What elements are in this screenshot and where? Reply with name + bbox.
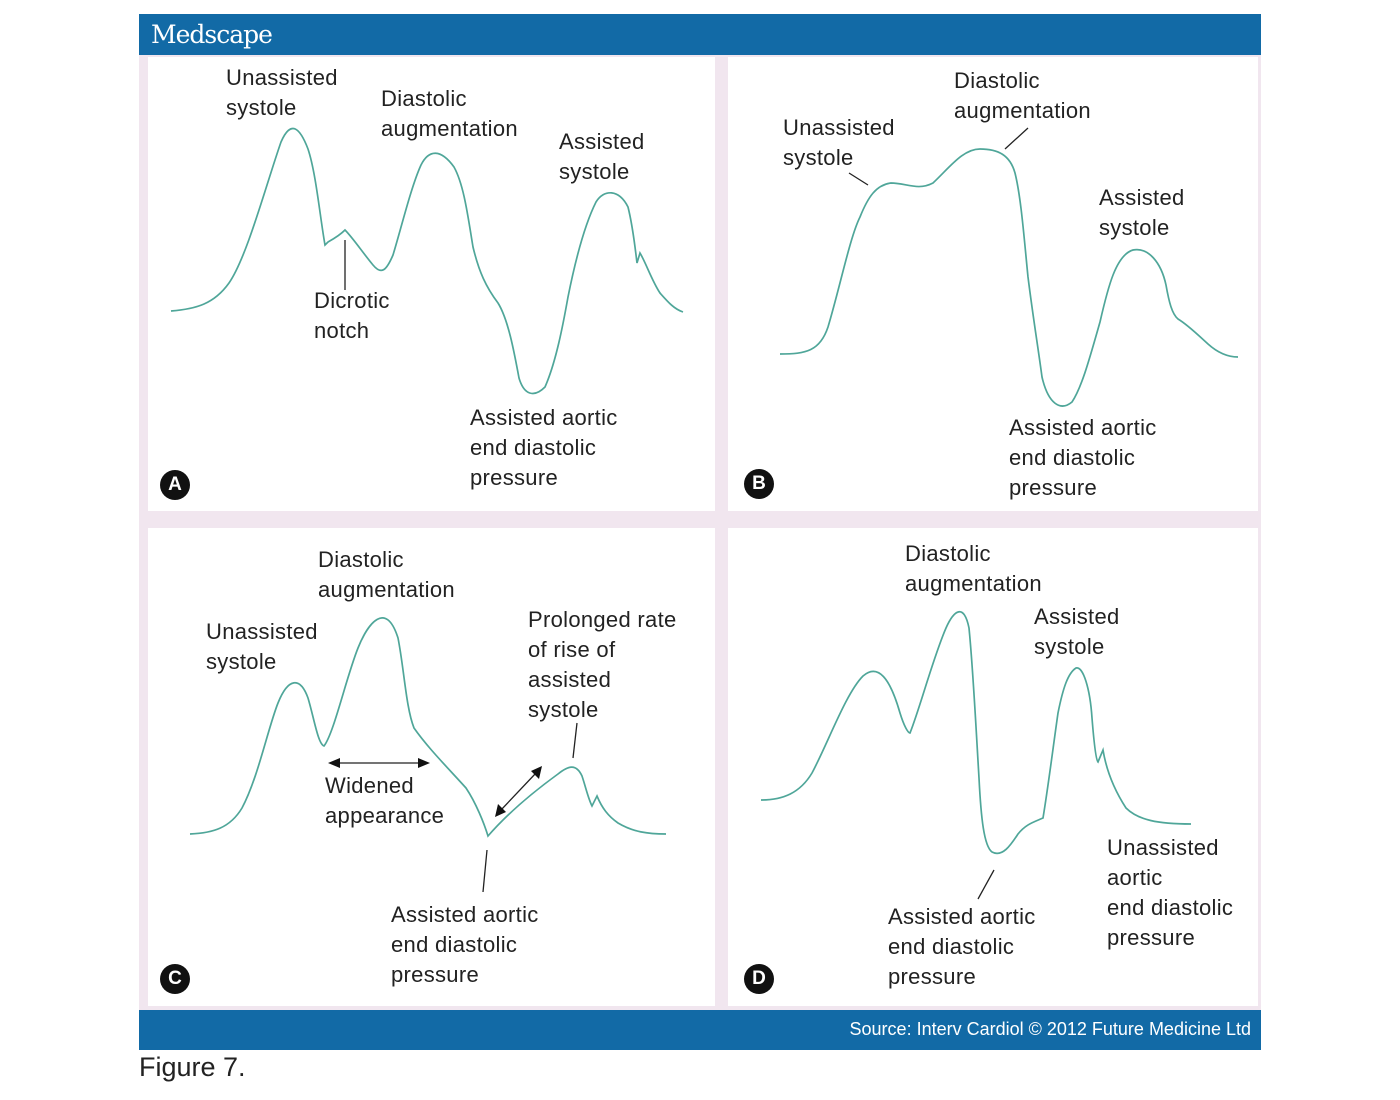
- panel-c-prolonged-leader: [572, 722, 578, 759]
- panel-d: Diastolic augmentation Assisted systole …: [728, 528, 1258, 1006]
- panel-b-badge: B: [744, 469, 774, 499]
- panel-b-diagram: [779, 127, 1239, 407]
- waveform-d: [760, 611, 1192, 855]
- panel-c-edp-leader: [482, 849, 488, 893]
- header-bar: Medscape: [139, 14, 1261, 55]
- panel-b-diastolic-leader: [1004, 127, 1029, 150]
- panel-c-diastolic-augmentation-label: Diastolic augmentation: [318, 547, 455, 602]
- panel-d-assisted-systole-label: Assisted systole: [1034, 604, 1120, 659]
- panel-d-diagram: [760, 611, 1192, 900]
- widened-arrow-right-head: [418, 758, 430, 768]
- rate-arrow-lower-head: [495, 804, 506, 817]
- panel-b-unassisted-systole-label: Unassisted systole: [783, 115, 895, 170]
- panel-a-unassisted-systole-label: Unassisted systole: [226, 65, 338, 120]
- panel-b-assisted-aortic-edp-label: Assisted aortic end diastolic pressure: [1009, 415, 1157, 500]
- waveform-a: [170, 127, 684, 395]
- panel-a-diastolic-augmentation-label: Diastolic augmentation: [381, 86, 518, 141]
- panel-b: Diastolic augmentation Unassisted systol…: [728, 57, 1258, 511]
- panel-c-diagram: [189, 617, 667, 893]
- source-credit: Source: Interv Cardiol © 2012 Future Med…: [849, 1019, 1251, 1039]
- panel-a-assisted-aortic-edp-label: Assisted aortic end diastolic pressure: [470, 405, 618, 490]
- panel-d-unassisted-aortic-edp-label: Unassisted aortic end diastolic pressure: [1107, 835, 1234, 950]
- waveform-c: [189, 617, 667, 838]
- panel-c-assisted-aortic-edp-label: Assisted aortic end diastolic pressure: [391, 902, 539, 987]
- panel-a-dicrotic-notch-label: Dicrotic notch: [314, 288, 390, 343]
- panel-b-diastolic-augmentation-label: Diastolic augmentation: [954, 68, 1091, 123]
- panel-b-assisted-systole-label: Assisted systole: [1099, 185, 1185, 240]
- panel-c-unassisted-systole-label: Unassisted systole: [206, 619, 318, 674]
- panel-d-edp-leader: [977, 869, 995, 900]
- footer-bar: Source: Interv Cardiol © 2012 Future Med…: [139, 1010, 1261, 1050]
- panel-c: Diastolic augmentation Unassisted systol…: [148, 528, 715, 1006]
- figure-frame: Medscape Unassisted systole Diastolic au…: [139, 14, 1261, 1050]
- medscape-logo: Medscape: [151, 20, 273, 49]
- figure-caption: Figure 7.: [139, 1052, 246, 1082]
- panel-c-widened-appearance-label: Widened appearance: [325, 773, 445, 828]
- panel-d-badge: D: [744, 964, 774, 994]
- rate-arrow-upper-head: [531, 766, 542, 779]
- rate-arrow-line: [500, 772, 537, 811]
- panel-d-diastolic-augmentation-label: Diastolic augmentation: [905, 541, 1042, 596]
- panel-a: Unassisted systole Diastolic augmentatio…: [148, 57, 715, 511]
- waveform-b: [779, 148, 1239, 407]
- panel-b-unassisted-leader: [848, 172, 869, 186]
- widened-arrow-left-head: [328, 758, 340, 768]
- panel-c-prolonged-rate-label: Prolonged rate of rise of assisted systo…: [528, 607, 677, 722]
- panel-a-assisted-systole-label: Assisted systole: [559, 129, 645, 184]
- panel-a-diagram: [170, 127, 684, 395]
- panel-d-assisted-aortic-edp-label: Assisted aortic end diastolic pressure: [888, 904, 1036, 989]
- panel-a-badge: A: [160, 470, 190, 500]
- panel-c-badge: C: [160, 964, 190, 994]
